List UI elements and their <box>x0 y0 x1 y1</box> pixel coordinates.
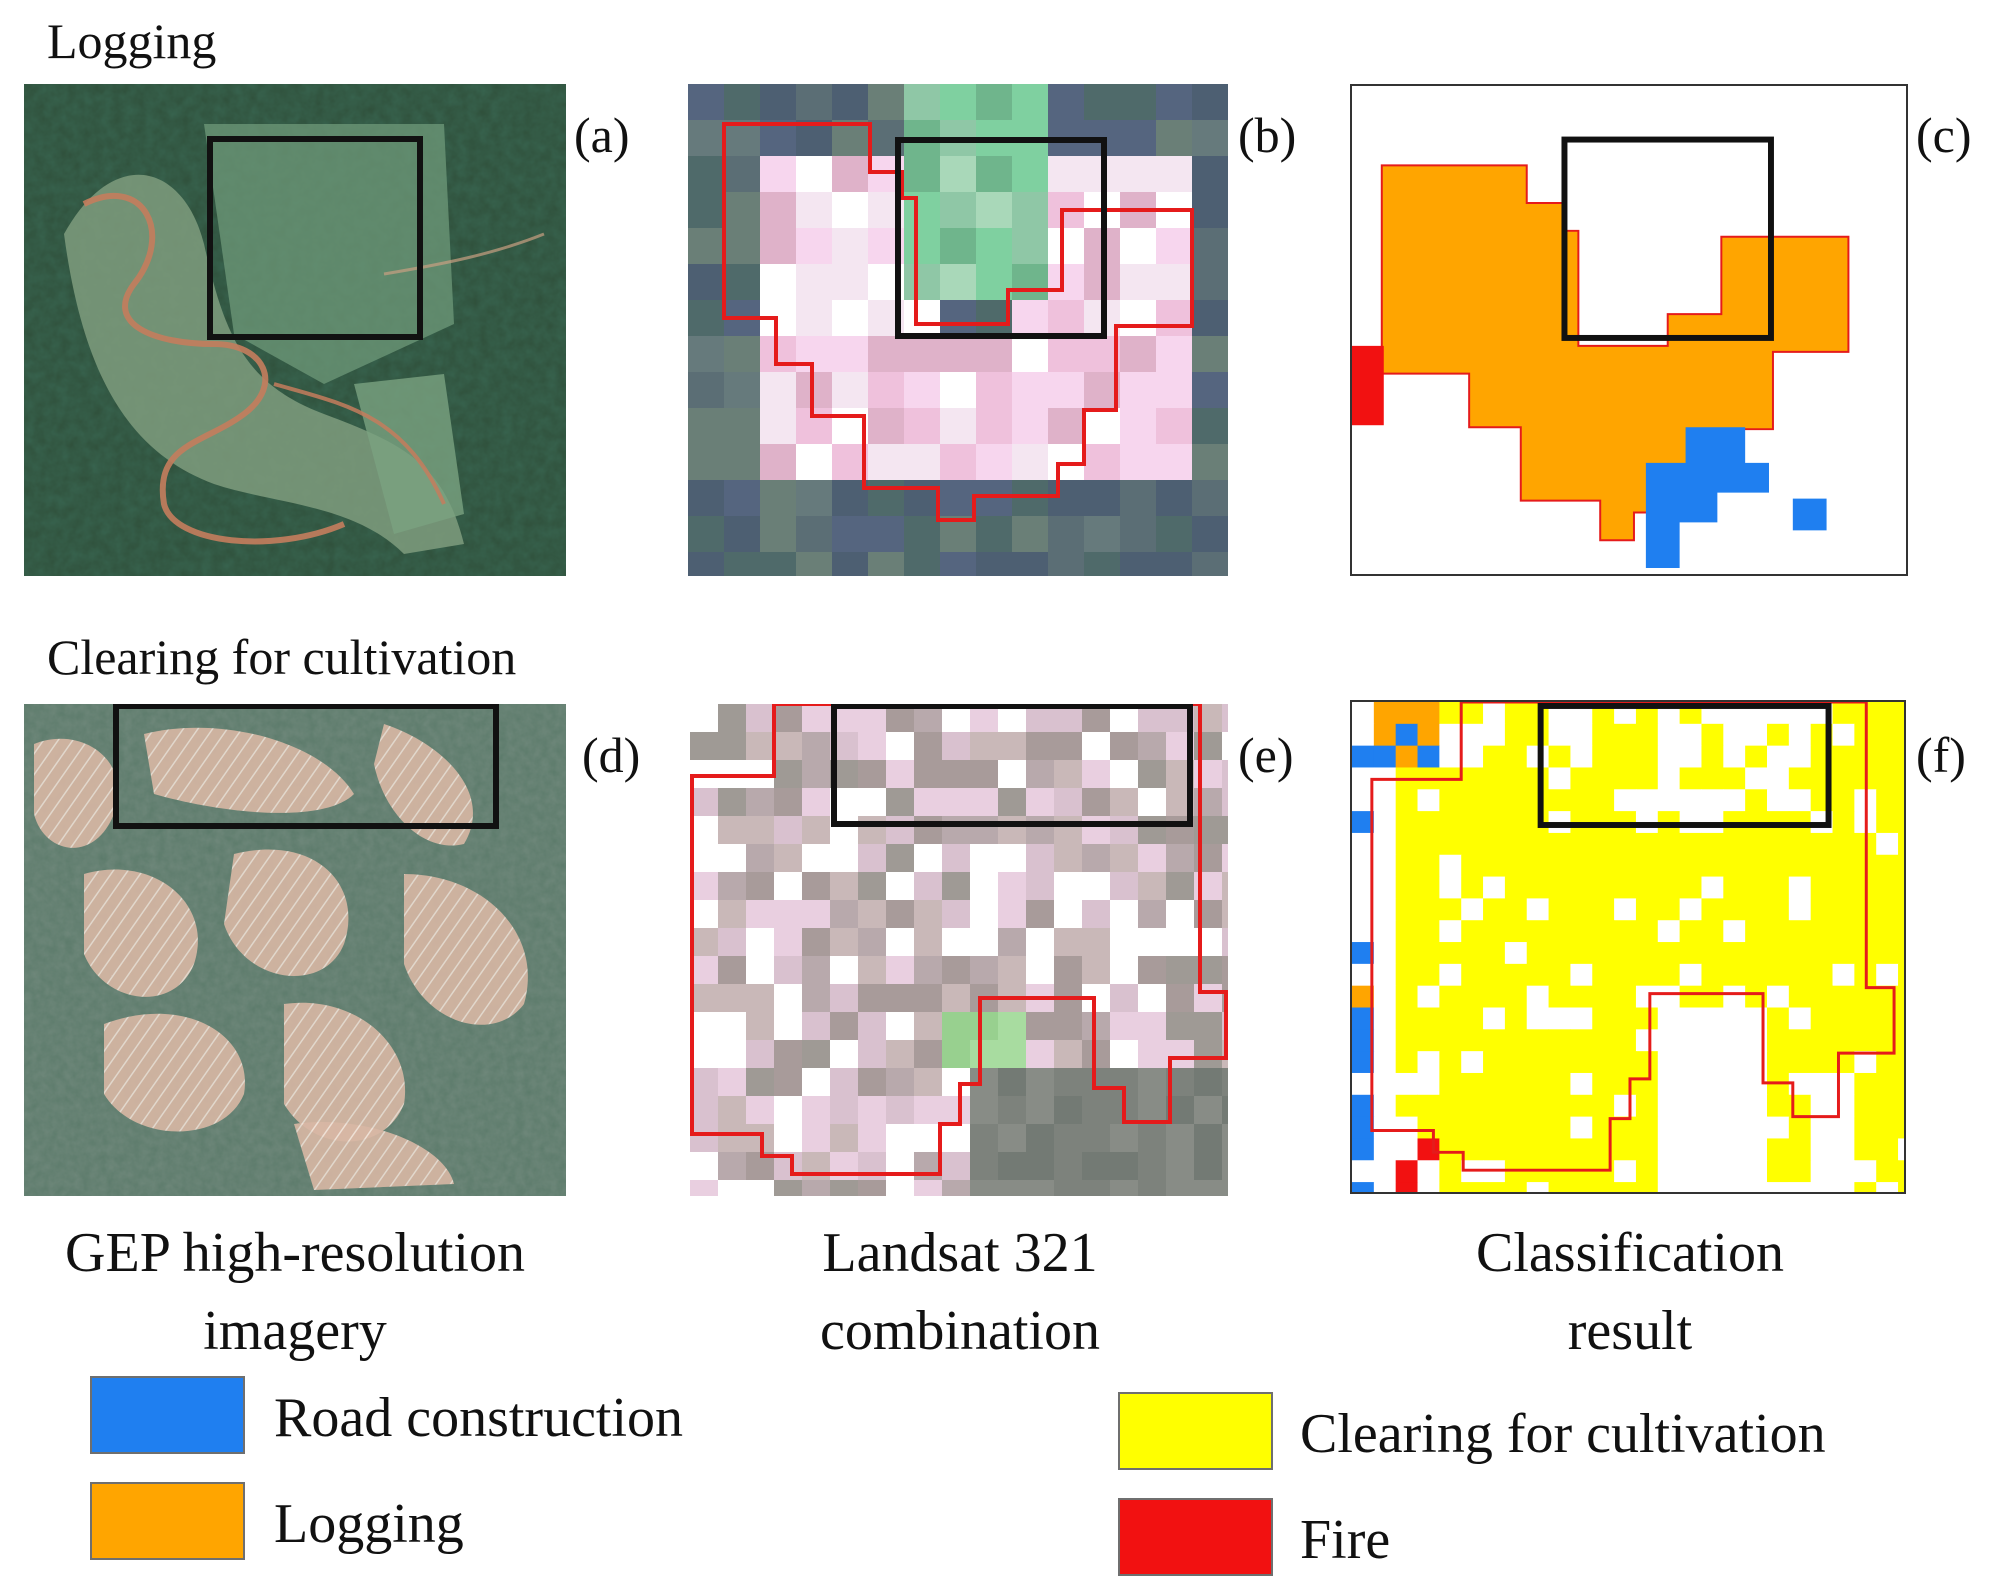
panel-b-graphic <box>688 84 1228 576</box>
row-title-logging: Logging <box>47 13 217 69</box>
panel-d-aerial-image <box>24 704 566 1196</box>
column-label-gep-line1: GEP high-resolution <box>65 1222 525 1284</box>
panel-c-focus-box <box>1561 136 1774 341</box>
column-label-classification-line2: result <box>1567 1300 1693 1363</box>
panel-b-focus-box <box>895 137 1107 339</box>
panel-b-landsat-image <box>688 84 1228 576</box>
column-label-gep: GEP high-resolution imagery <box>10 1214 580 1371</box>
panel-c-fire-area <box>1352 345 1384 426</box>
column-label-classification-line1: Classification <box>1476 1222 1784 1284</box>
panel-f-change-outline <box>1370 702 1896 1172</box>
legend-label-fire: Fire <box>1300 1509 1391 1571</box>
column-label-landsat-line2: combination <box>820 1300 1100 1363</box>
panel-d-graphic <box>24 704 566 1196</box>
panel-e-graphic <box>690 704 1228 1196</box>
legend-label-road-construction: Road construction <box>274 1387 684 1449</box>
legend-label-logging: Logging <box>274 1493 464 1555</box>
column-label-landsat: Landsat 321 combination <box>680 1214 1240 1371</box>
panel-label-d: (d) <box>582 727 641 783</box>
panel-f-focus-box <box>1537 702 1832 828</box>
legend-swatch-road-construction <box>90 1376 245 1454</box>
panel-label-f: (f) <box>1916 727 1966 783</box>
panel-f-classification <box>1350 700 1906 1194</box>
panel-c-road-area <box>1645 427 1769 569</box>
panel-label-a: (a) <box>574 107 630 163</box>
panel-f-graphic <box>1352 702 1904 1192</box>
panel-b-change-outline <box>722 122 1194 522</box>
row-title-clearing: Clearing for cultivation <box>47 629 517 685</box>
legend-swatch-logging <box>90 1482 245 1560</box>
column-label-landsat-line1: Landsat 321 <box>822 1222 1098 1284</box>
panel-label-c: (c) <box>1916 107 1972 163</box>
panel-e-focus-box <box>831 704 1193 827</box>
panel-a-focus-box <box>207 136 423 340</box>
panel-a-aerial-image <box>24 84 566 576</box>
panel-e-landsat-image <box>690 704 1228 1196</box>
legend-swatch-clearing-for-cultivation <box>1118 1392 1273 1470</box>
panel-c-graphic <box>1352 136 1850 569</box>
column-label-gep-line2: imagery <box>203 1300 387 1363</box>
panel-c-classification <box>1350 84 1908 576</box>
panel-e-change-outline <box>690 704 1228 1176</box>
panel-d-focus-box <box>113 704 499 829</box>
panel-c-logging-area <box>1380 164 1850 542</box>
legend-swatch-fire <box>1118 1498 1273 1576</box>
legend-label-clearing-for-cultivation: Clearing for cultivation <box>1300 1403 1826 1465</box>
panel-label-b: (b) <box>1238 107 1297 163</box>
panel-a-graphic <box>24 84 566 576</box>
panel-c-road-area-2 <box>1792 498 1827 531</box>
panel-label-e: (e) <box>1238 727 1294 783</box>
column-label-classification: Classification result <box>1340 1214 1920 1371</box>
